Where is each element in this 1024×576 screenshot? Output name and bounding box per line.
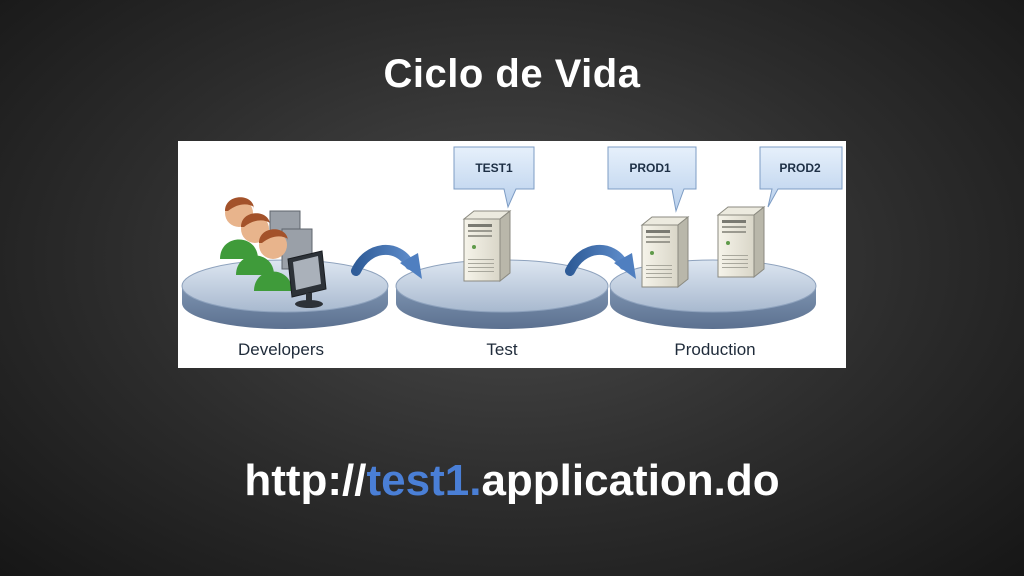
lifecycle-diagram: TEST1 PROD1 PROD2 Developers Test Produc… — [178, 141, 846, 368]
server-icon — [463, 210, 511, 282]
callout-prod2-label: PROD2 — [779, 161, 821, 175]
developers-icon — [220, 197, 327, 308]
test-platform — [395, 259, 609, 329]
callout-prod1-label: PROD1 — [629, 161, 671, 175]
server-icon — [641, 216, 689, 288]
callout-test1-label: TEST1 — [475, 161, 513, 175]
callout-test1: TEST1 — [453, 146, 535, 209]
server-icon — [717, 206, 765, 278]
stage-label-production: Production — [674, 340, 755, 359]
application-url: http://test1.application.do — [0, 456, 1024, 506]
lifecycle-diagram-svg: TEST1 PROD1 PROD2 Developers Test Produc… — [181, 146, 843, 359]
arrow-icon — [565, 245, 636, 279]
url-suffix: application.do — [481, 456, 780, 505]
callout-prod1: PROD1 — [607, 146, 697, 213]
url-prefix: http:// — [244, 456, 367, 505]
production-platform — [609, 259, 817, 329]
callout-prod2: PROD2 — [759, 146, 843, 208]
slide-title: Ciclo de Vida — [383, 52, 641, 96]
stage-label-developers: Developers — [238, 340, 324, 359]
stage-label-test: Test — [486, 340, 517, 359]
arrow-icon — [351, 245, 422, 279]
url-highlight: test1. — [366, 456, 482, 505]
